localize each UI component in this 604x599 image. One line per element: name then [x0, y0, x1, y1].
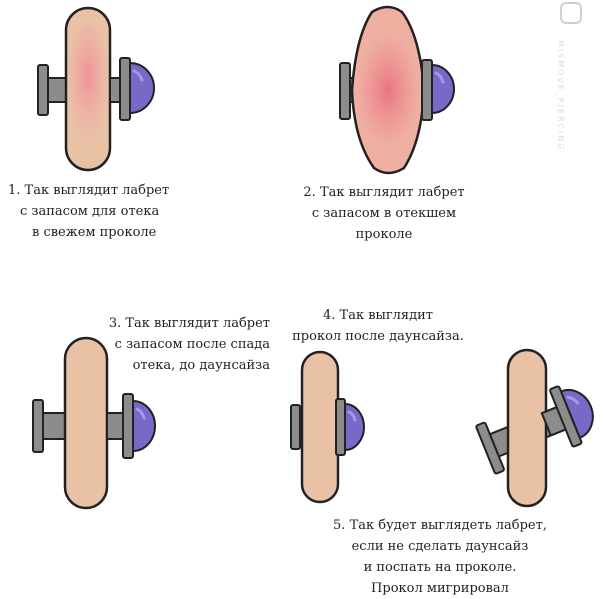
stage-2-disc — [421, 59, 433, 121]
stage-2-ball-highlight — [434, 71, 445, 84]
caption-5-line-2: если не сделать даунсайз — [351, 539, 529, 554]
caption-1-line-2: с запасом для отека — [20, 204, 160, 219]
caption-1-line-3: в свежем проколе — [32, 225, 157, 240]
caption-stage-5: 5. Так будет выглядеть лабрет, если не с… — [328, 515, 552, 599]
caption-stage-3: 3. Так выглядит лабрет с запасом после с… — [104, 313, 270, 376]
stage-5-ball-highlight — [566, 395, 580, 405]
watermark-text: MISMOVE_PIERCING — [556, 40, 565, 152]
caption-2-line-3: проколе — [355, 227, 413, 242]
stage-1-ball — [129, 61, 155, 115]
stage-5-tissue — [506, 348, 548, 508]
caption-3-line-3: отека, до даунсайза — [132, 358, 270, 373]
caption-2-line-2: с запасом в отекшем — [311, 206, 457, 221]
stage-3-ball — [132, 399, 156, 453]
stage-1-inflammation — [68, 22, 108, 142]
caption-5-line-4: Прокол мигрировал — [371, 581, 509, 596]
caption-5-line-3: и поспать на проколе. — [363, 560, 517, 575]
stage-4-backplate — [290, 404, 301, 450]
stage-5-illustration — [475, 348, 594, 508]
stage-1-illustration — [37, 6, 155, 172]
stage-2-backplate — [339, 62, 351, 120]
stage-3-tissue — [63, 336, 109, 510]
caption-4-line-2: прокол после даунсайза. — [292, 329, 464, 344]
caption-stage-4: 4. Так выглядит прокол после даунсайза. — [290, 305, 466, 347]
stage-4-illustration — [290, 350, 365, 504]
stage-3-illustration — [32, 336, 156, 510]
stage-4-ball — [344, 402, 365, 452]
stage-5-ball — [559, 388, 594, 440]
caption-stage-1: 1. Так выглядит лабрет с запасом для оте… — [8, 180, 169, 243]
stage-1-disc — [119, 57, 131, 121]
stage-2-illustration — [339, 5, 455, 175]
stage-4-disc — [335, 398, 346, 456]
caption-1-line-1: 1. Так выглядит лабрет — [8, 183, 170, 198]
stage-1-backplate — [37, 64, 49, 116]
stage-2-inflammation — [354, 30, 422, 150]
stage-3-ball-highlight — [135, 407, 146, 420]
caption-2-line-1: 2. Так выглядит лабрет — [303, 185, 465, 200]
stage-2-ball — [431, 63, 455, 115]
caption-stage-2: 2. Так выглядит лабрет с запасом в отекш… — [296, 182, 472, 245]
caption-3-line-1: 3. Так выглядит лабрет — [108, 316, 270, 331]
stage-4-ball-highlight — [347, 410, 357, 422]
stage-4-tissue — [300, 350, 340, 504]
caption-5-line-1: 5. Так будет выглядеть лабрет, — [333, 518, 547, 533]
square-icon — [560, 2, 582, 24]
stage-1-ball-highlight — [132, 69, 144, 82]
stage-3-disc — [122, 393, 134, 459]
stage-3-backplate — [32, 399, 44, 453]
caption-4-line-1: 4. Так выглядит — [322, 308, 433, 323]
caption-3-line-2: с запасом после спада — [114, 337, 270, 352]
